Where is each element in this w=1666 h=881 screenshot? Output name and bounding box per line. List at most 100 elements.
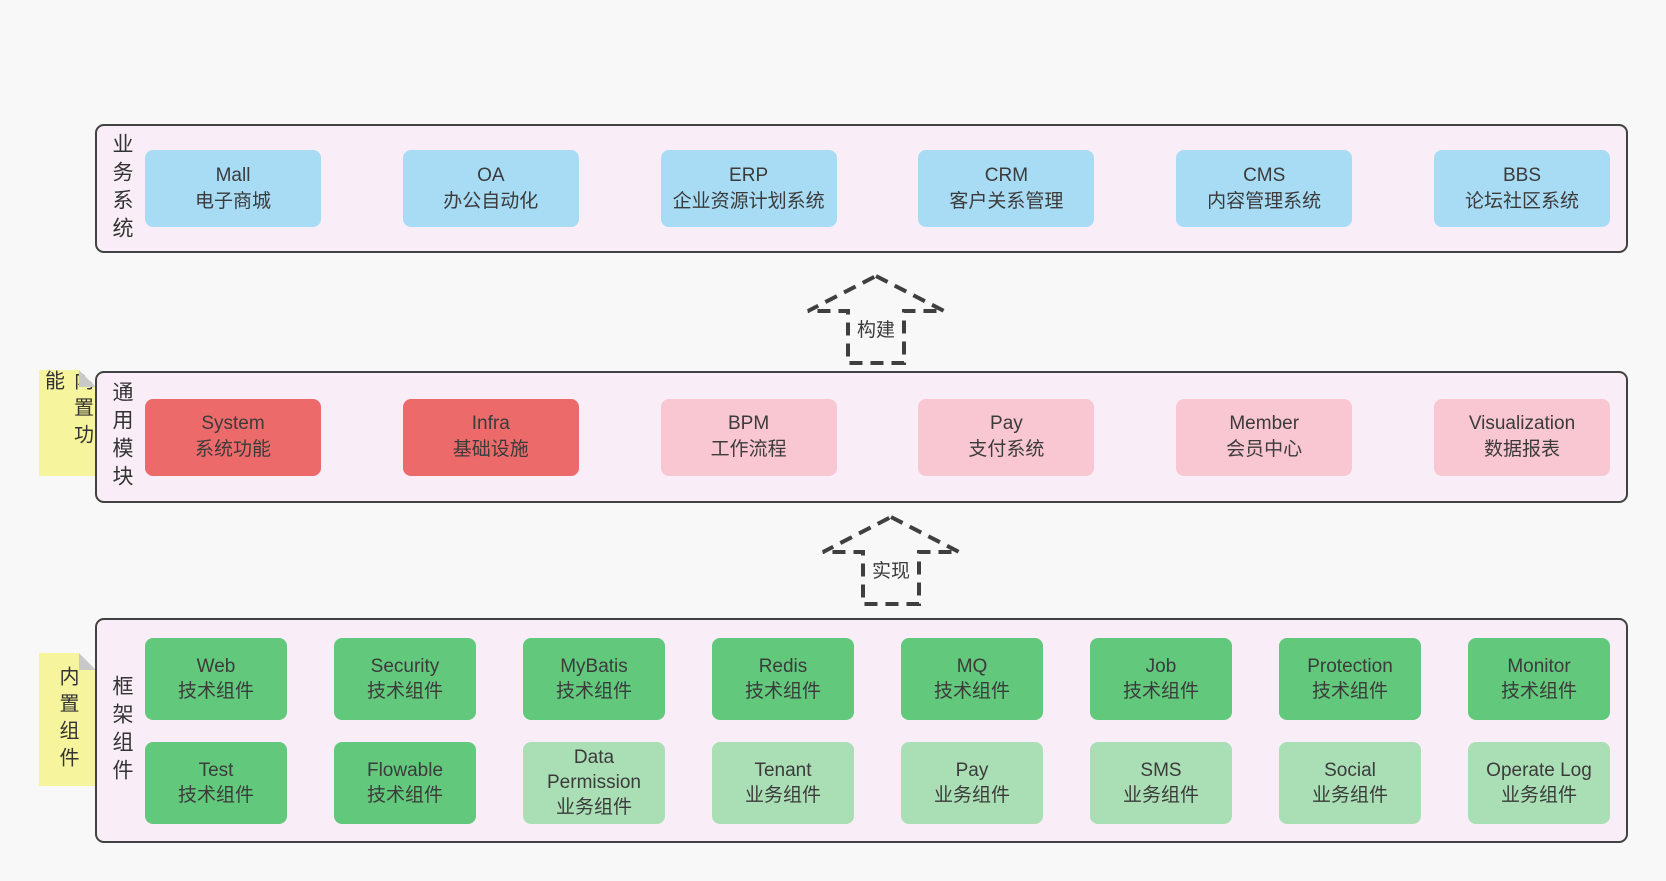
box-oa: OA 办公自动化 <box>402 150 579 227</box>
box-subtitle: 业务组件 <box>1500 784 1577 806</box>
box-title: SMS <box>1140 759 1182 781</box>
box-web: Web 技术组件 <box>145 637 287 720</box>
box-subtitle: 支付系统 <box>968 439 1045 460</box>
box-member: Member 会员中心 <box>1176 398 1353 476</box>
box-title: Flowable <box>366 759 444 781</box>
box-subtitle: 内容管理系统 <box>1207 190 1322 212</box>
box-subtitle: 工作流程 <box>710 439 787 460</box>
box-subtitle: 业务组件 <box>744 784 821 806</box>
box-bbs: BBS 论坛社区系统 <box>1433 150 1610 227</box>
box-title: CMS <box>1243 164 1286 186</box>
box-row: Mall 电子商城 OA 办公自动化 ERP 企业资源计划系统 CRM 客户关系管理 CMS 内容… <box>145 150 1610 227</box>
layer-side-label: 业务系统 <box>110 132 133 245</box>
box-title: OA <box>477 164 505 186</box>
layer-side-label: 框架组件 <box>110 674 133 787</box>
box-subtitle: 技术组件 <box>1311 680 1388 702</box>
box-subtitle: 系统功能 <box>194 439 271 460</box>
implement-arrow: 实现 <box>820 514 962 607</box>
box-subtitle: 会员中心 <box>1226 439 1303 460</box>
box-title: Redis <box>758 655 808 677</box>
box-title: ERP <box>729 164 769 186</box>
layer-side-label: 通用模块 <box>110 381 133 493</box>
box-title: Data Permission <box>547 747 641 793</box>
box-subtitle: 技术组件 <box>744 680 821 702</box>
box-title: Social <box>1324 759 1376 781</box>
box-title: Web <box>196 655 236 677</box>
arrow-label-build: 构建 <box>853 315 899 342</box>
box-infra: Infra 基础设施 <box>402 398 579 476</box>
box-title: Pay <box>955 759 989 781</box>
box-mq: MQ 技术组件 <box>901 637 1043 720</box>
build-arrow: 构建 <box>805 273 947 366</box>
dashed-up-arrow-icon <box>822 514 960 606</box>
box-title: BBS <box>1502 164 1541 186</box>
layer-boxes: Mall 电子商城 OA 办公自动化 ERP 企业资源计划系统 CRM 客户关系管理 CMS 内容… <box>145 126 1626 251</box>
box-title: Job <box>1145 655 1177 677</box>
box-operate-log: Operate Log 业务组件 <box>1468 741 1610 824</box>
box-protection: Protection 技术组件 <box>1279 637 1421 720</box>
box-subtitle: 办公自动化 <box>443 190 539 212</box>
box-title: Protection <box>1307 655 1393 677</box>
box-subtitle: 业务组件 <box>933 784 1010 806</box>
box-title: Visualization <box>1468 413 1576 434</box>
box-cms: CMS 内容管理系统 <box>1176 150 1353 227</box>
box-subtitle: 技术组件 <box>933 680 1010 702</box>
box-title: Test <box>198 759 234 781</box>
box-mybatis: MyBatis 技术组件 <box>523 637 665 720</box>
box-subtitle: 技术组件 <box>366 680 443 702</box>
layer-business-systems: 业务系统 Mall 电子商城 OA 办公自动化 ERP 企业资源计划系统 CRM 客户关系管理… <box>95 124 1628 253</box>
box-title: Infra <box>471 413 510 434</box>
box-subtitle: 电子商城 <box>194 190 271 212</box>
box-sms: SMS 业务组件 <box>1090 741 1232 824</box>
box-test: Test 技术组件 <box>145 741 287 824</box>
box-title: Mall <box>215 164 251 186</box>
box-security: Security 技术组件 <box>334 637 476 720</box>
box-title: Member <box>1229 413 1300 434</box>
box-title: BPM <box>728 413 770 434</box>
box-subtitle: 论坛社区系统 <box>1464 190 1579 212</box>
box-title: System <box>201 413 265 434</box>
box-title: Operate Log <box>1486 759 1592 781</box>
box-title: Monitor <box>1507 655 1571 677</box>
note-text: 内置功能 <box>41 370 93 451</box>
box-mall: Mall 电子商城 <box>145 150 321 227</box>
box-erp: ERP 企业资源计划系统 <box>660 150 837 227</box>
box-subtitle: 客户关系管理 <box>949 190 1064 212</box>
note-text: 内置组件 <box>56 665 78 774</box>
box-title: CRM <box>984 164 1029 186</box>
box-subtitle: 技术组件 <box>177 784 254 806</box>
folded-corner-icon <box>79 370 96 387</box>
box-title: MyBatis <box>560 655 628 677</box>
box-title: Security <box>370 655 440 677</box>
box-subtitle: 基础设施 <box>452 439 529 460</box>
box-title: MQ <box>956 655 988 677</box>
sticky-note-builtin-components: 内置组件 <box>39 653 96 786</box>
box-subtitle: 企业资源计划系统 <box>672 190 825 212</box>
box-subtitle: 技术组件 <box>1122 680 1199 702</box>
box-redis: Redis 技术组件 <box>712 637 854 720</box>
box-subtitle: 技术组件 <box>555 680 632 702</box>
sticky-note-builtin-features: 内置功能 <box>39 370 96 476</box>
box-subtitle: 技术组件 <box>177 680 254 702</box>
box-job: Job 技术组件 <box>1090 637 1232 720</box>
dashed-up-arrow-icon <box>807 273 945 365</box>
box-pay: Pay 业务组件 <box>901 741 1043 824</box>
box-subtitle: 业务组件 <box>1122 784 1199 806</box>
box-subtitle: 技术组件 <box>1500 680 1577 702</box>
box-crm: CRM 客户关系管理 <box>918 150 1095 227</box>
box-monitor: Monitor 技术组件 <box>1468 637 1610 720</box>
box-bpm: BPM 工作流程 <box>660 398 837 476</box>
